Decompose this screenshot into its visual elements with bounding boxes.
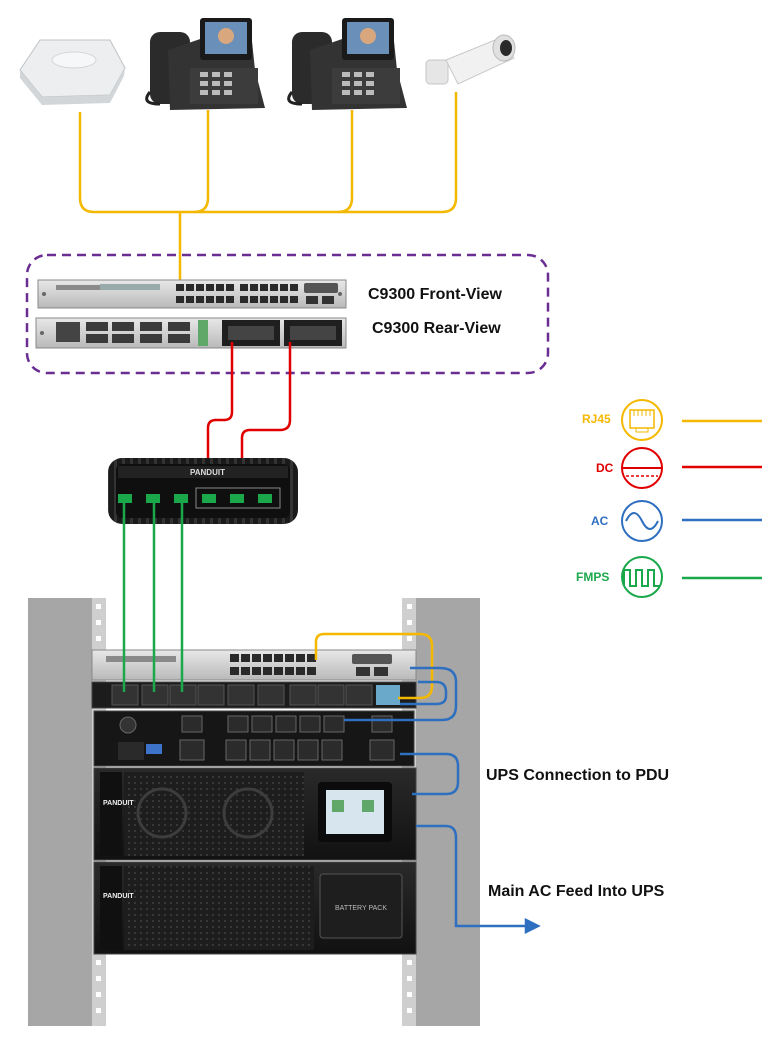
ups: PANDUIT [93, 767, 417, 861]
rj45-port-icon [621, 399, 663, 441]
legend-rj45-label: RJ45 [582, 412, 611, 426]
dc-unit-brand: PANDUIT [190, 468, 225, 477]
ups-brand: PANDUIT [103, 800, 134, 807]
rack-rj45-cabling [314, 632, 434, 700]
ac-cabling [344, 666, 541, 935]
ac-sine-icon [621, 500, 663, 542]
c9300-group-border [25, 253, 550, 375]
dc-power-unit: PANDUIT [108, 458, 298, 524]
dc-symbol-icon [621, 447, 663, 489]
c9300-front-view [37, 279, 347, 309]
battery-brand: PANDUIT [103, 893, 134, 900]
c9300-rear-view [35, 317, 347, 349]
dc-cabling [206, 342, 292, 500]
security-camera-icon [425, 34, 516, 85]
ip-phone-icon [145, 18, 265, 110]
c9300-rear-view-label: C9300 Rear-View [372, 320, 501, 337]
fmps-cabling [122, 500, 184, 692]
legend-fmps-label: FMPS [576, 570, 610, 584]
battery-pack-label: BATTERY PACK [335, 905, 387, 912]
legend-dc-label: DC [596, 461, 614, 475]
c9300-front-view-label: C9300 Front-View [368, 286, 502, 303]
rack-switch [91, 649, 417, 681]
legend-ac-label: AC [591, 514, 609, 528]
access-point-icon [19, 39, 126, 105]
main-ac-feed-label: Main AC Feed Into UPS [488, 883, 665, 900]
battery-pack: PANDUIT BATTERY PACK [93, 861, 417, 955]
ip-phone-icon [287, 18, 407, 110]
rack-power-modules [91, 681, 417, 709]
ups-to-pdu-label: UPS Connection to PDU [486, 767, 670, 784]
rj45-device-cabling [78, 92, 458, 296]
fmps-pulse-icon [621, 556, 663, 598]
